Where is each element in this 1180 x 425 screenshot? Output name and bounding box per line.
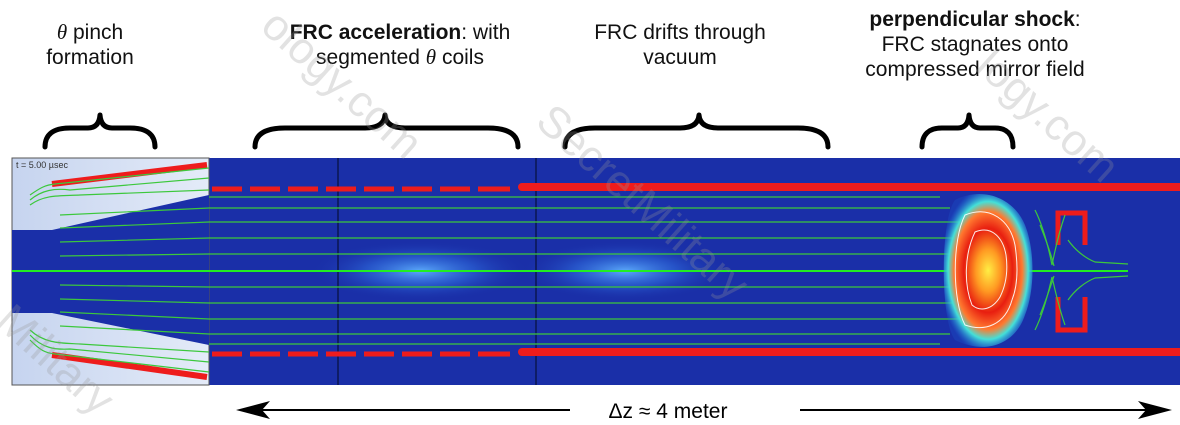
mirror-field-lines: [1034, 209, 1129, 331]
label-theta-pinch-line2: formation: [46, 46, 134, 69]
timestamp-label: t = 5.00 µsec: [16, 160, 68, 170]
label-accel-line2-pre: segmented: [316, 46, 426, 69]
theta-symbol: θ: [425, 45, 437, 69]
bracket-acceleration: [252, 112, 521, 150]
label-theta-pinch-line1: pinch: [67, 21, 124, 44]
label-shock-line3: compressed mirror field: [865, 58, 1085, 81]
label-theta-pinch: θ pinch formation: [30, 20, 150, 70]
label-perpendicular-shock: perpendicular shock: FRC stagnates onto …: [825, 7, 1125, 82]
label-drift-line2: vacuum: [643, 46, 717, 69]
label-accel-bold: FRC acceleration: [289, 21, 462, 44]
arrowhead-right: [1138, 401, 1172, 419]
scale-label: Δz ≈ 4 meter: [609, 400, 728, 423]
label-frc-acceleration: FRC acceleration: with segmented θ coils: [250, 20, 550, 70]
label-shock-bold: perpendicular shock: [869, 8, 1075, 31]
label-accel-rest: : with: [461, 21, 511, 44]
bracket-shock: [919, 112, 1016, 150]
segmented-coils: [212, 186, 510, 357]
brackets: [42, 112, 1016, 150]
chamber-walls: [518, 183, 1180, 356]
bracket-pinch: [42, 112, 158, 150]
bracket-drift: [562, 112, 831, 150]
label-shock-line2: FRC stagnates onto: [881, 33, 1069, 56]
coil-lower-pinch: [51, 352, 208, 380]
theta-symbol: θ: [56, 20, 68, 44]
scale-arrow: Δz ≈ 4 meter: [236, 400, 1172, 423]
label-accel-line2-post: coils: [436, 46, 484, 69]
label-frc-drift: FRC drifts through vacuum: [560, 20, 800, 70]
label-drift-line1: FRC drifts through: [594, 21, 766, 44]
arrowhead-left: [236, 401, 270, 419]
frc-stagnation: [943, 194, 1033, 347]
coil-upper-pinch: [51, 162, 208, 187]
magnetic-field-lines: [29, 167, 970, 373]
mirror-coils: [1055, 210, 1088, 333]
label-shock-colon: :: [1074, 8, 1081, 31]
